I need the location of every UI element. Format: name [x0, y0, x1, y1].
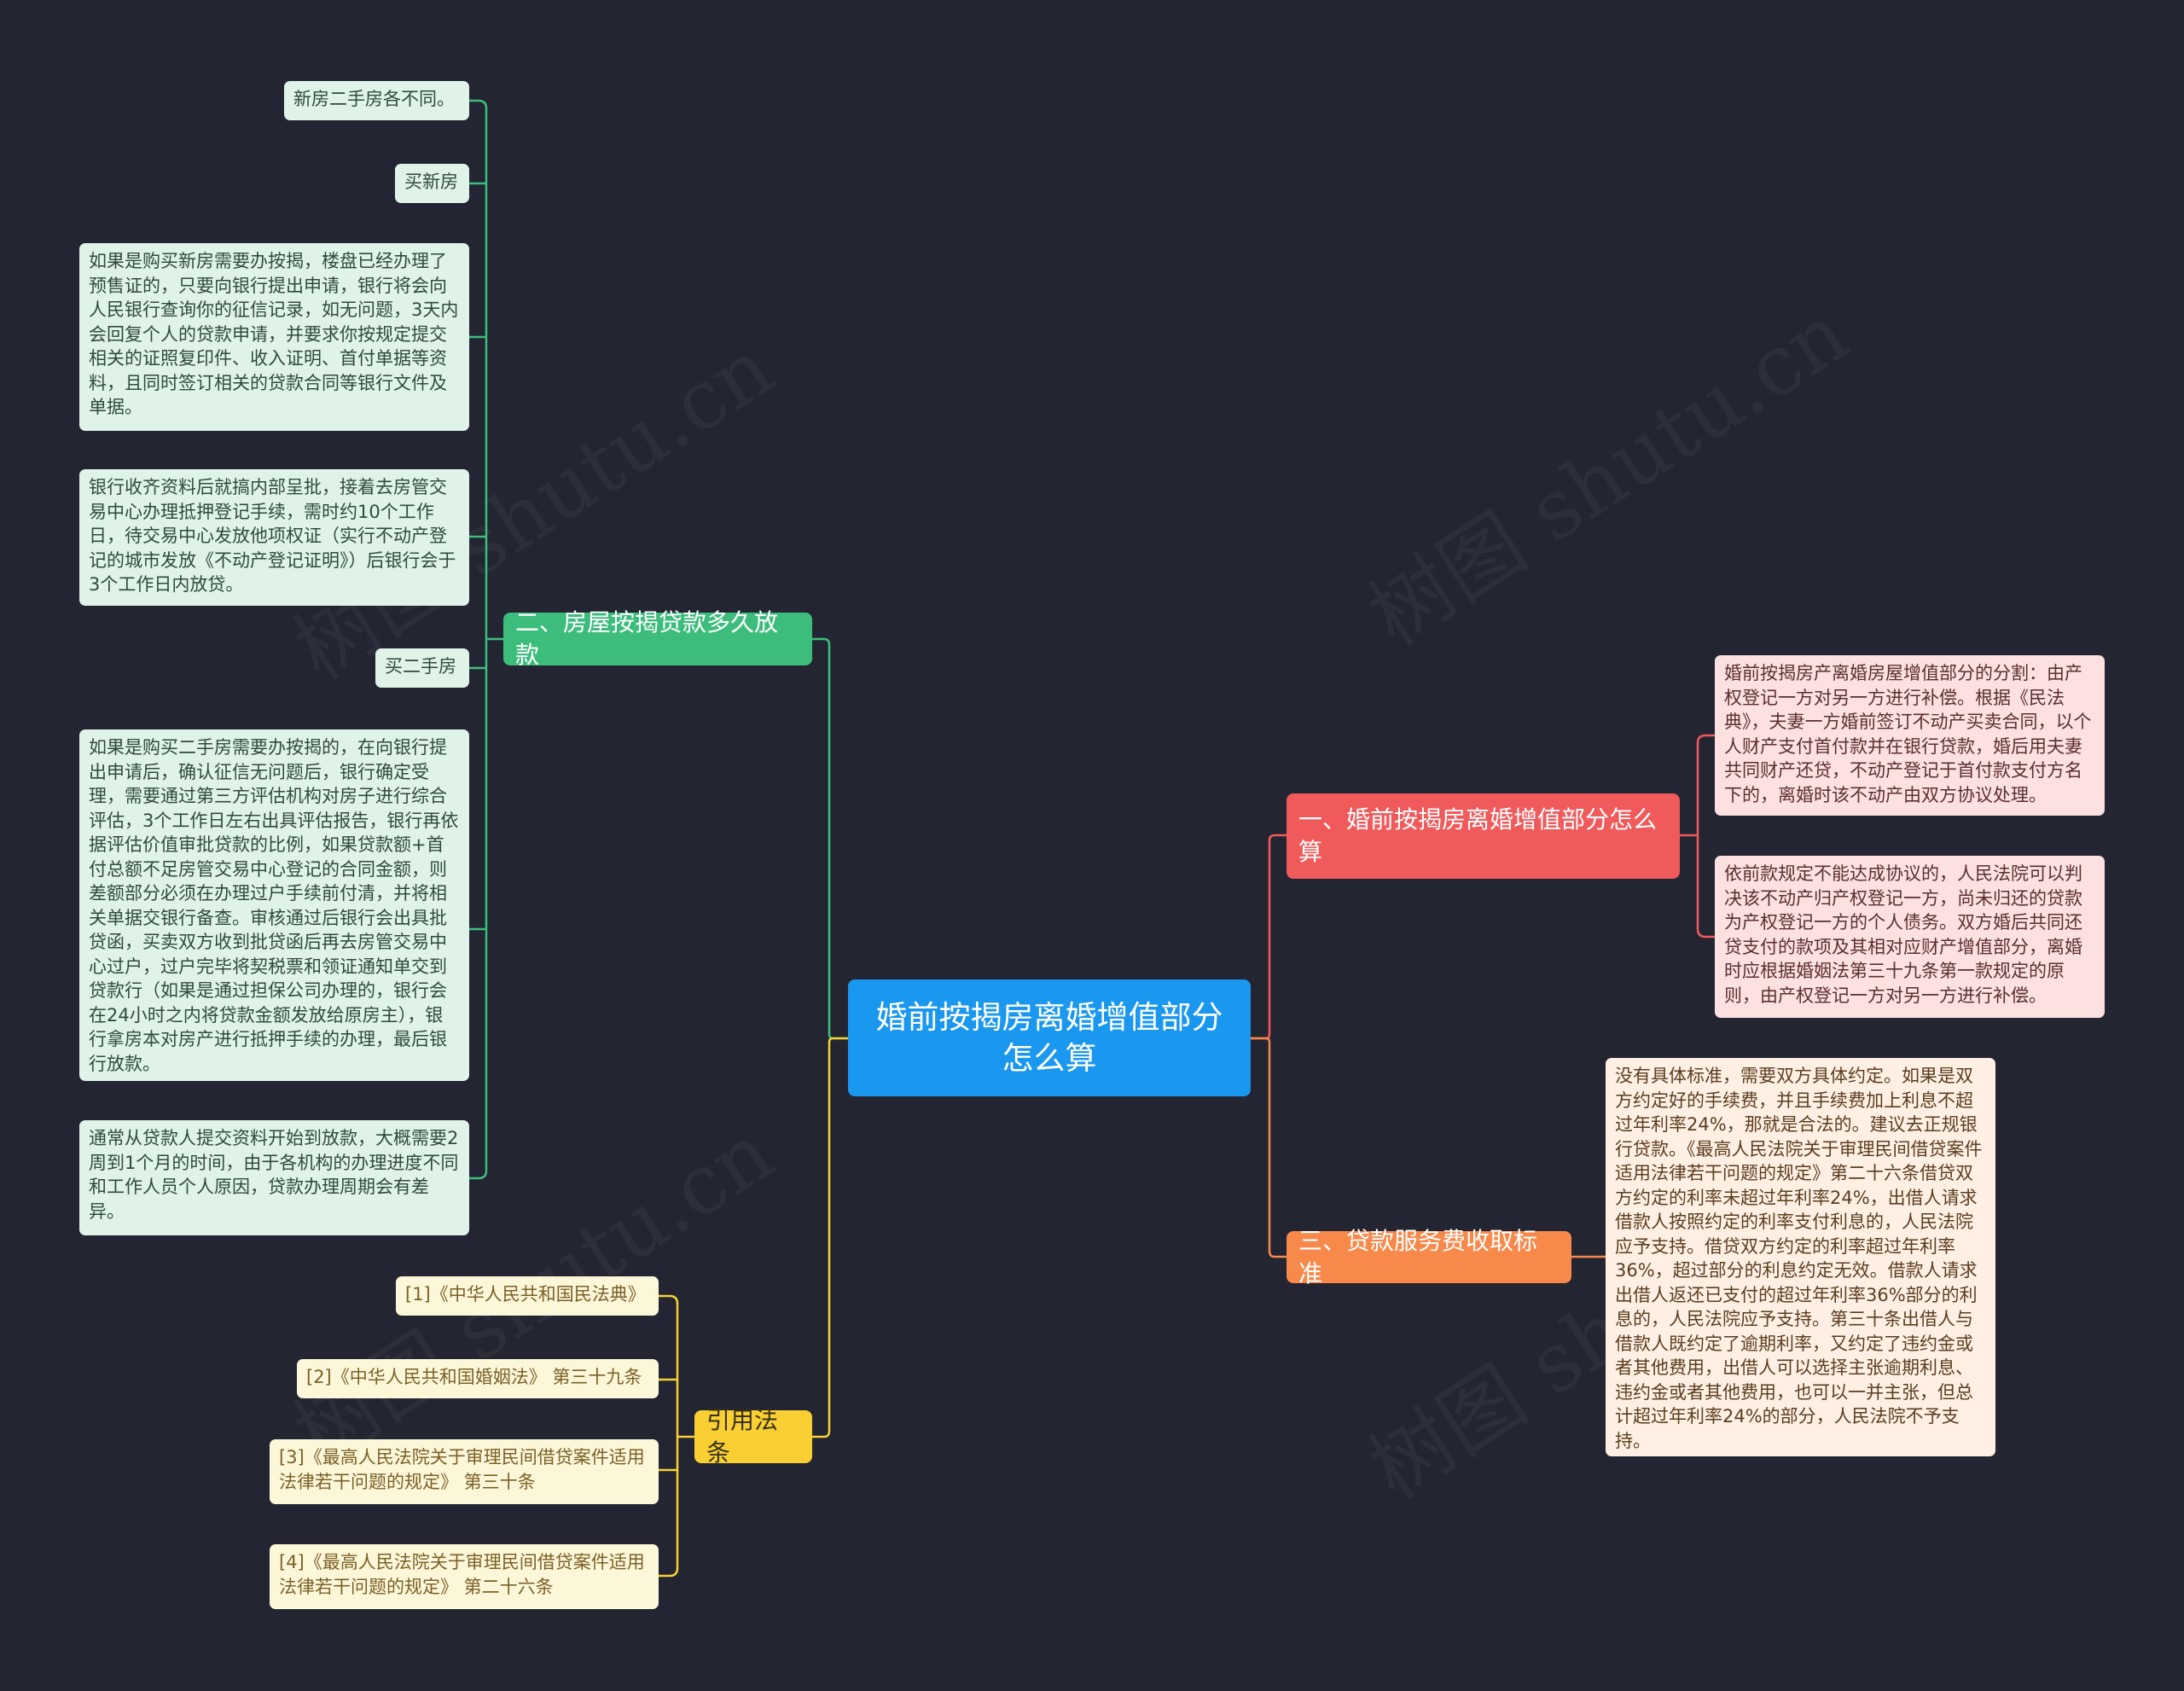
leaf-second-hand-process[interactable]: 如果是购买二手房需要办按揭的，在向银行提出申请后，确认征信无问题后，银行确定受理… [79, 729, 469, 1081]
leaf-law-2[interactable]: [2]《中华人民共和国婚姻法》 第三十九条 [297, 1359, 659, 1398]
root-title: 婚前按揭房离婚增值部分怎么算 [875, 998, 1223, 1077]
leaf-bank-approval-process[interactable]: 银行收齐资料后就搞内部呈批，接着去房管交易中心办理抵押登记手续，需时约10个工作… [79, 469, 469, 606]
link-b1-leaf1 [1696, 734, 1715, 835]
branch-label: 一、婚前按揭房离婚增值部分怎么算 [1298, 805, 1658, 866]
branch-label: 三、贷款服务费收取标准 [1298, 1226, 1538, 1287]
link-b2-leaf6 [469, 639, 488, 931]
link-b4-leaf1 [659, 1294, 679, 1437]
link-root-b3 [1251, 1037, 1287, 1258]
link-b4-leaf4 [659, 1437, 679, 1578]
leaf-buy-new-house[interactable]: 买新房 [395, 164, 469, 203]
link-root-b2 [812, 637, 848, 1040]
leaf-buy-second-hand[interactable]: 买二手房 [375, 648, 469, 688]
leaf-law-3[interactable]: [3]《最高人民法院关于审理民间借贷案件适用法律若干问题的规定》 第三十条 [270, 1439, 659, 1504]
branch-cited-laws[interactable]: 引用法条 [694, 1406, 812, 1467]
branch-label: 二、房屋按揭贷款多久放款 [515, 608, 779, 669]
leaf-law-1[interactable]: [1]《中华人民共和国民法典》 [396, 1276, 659, 1316]
leaf-typical-duration[interactable]: 通常从贷款人提交资料开始到放款，大概需要2周到1个月的时间，由于各机构的办理进度… [79, 1120, 469, 1235]
link-b2-leaf7 [469, 929, 488, 1180]
branch-appreciation-calculation[interactable]: 一、婚前按揭房离婚增值部分怎么算 [1287, 793, 1680, 879]
leaf-law-4[interactable]: [4]《最高人民法院关于审理民间借贷案件适用法律若干问题的规定》 第二十六条 [270, 1544, 659, 1609]
link-b1-leaf2 [1696, 835, 1715, 938]
branch-label: 引用法条 [706, 1406, 779, 1467]
link-b2-leaf1 [469, 99, 488, 639]
root-topic[interactable]: 婚前按揭房离婚增值部分怎么算 [848, 979, 1251, 1096]
leaf-new-house-process[interactable]: 如果是购买新房需要办按揭，楼盘已经办理了预售证的，只要向银行提出申请，银行将会向… [79, 243, 469, 431]
leaf-service-fee-detail[interactable]: 没有具体标准，需要双方具体约定。如果是双方约定好的手续费，并且手续费加上利息不超… [1606, 1058, 1995, 1456]
branch-service-fee-standard[interactable]: 三、贷款服务费收取标准 [1287, 1227, 1571, 1287]
leaf-appreciation-division[interactable]: 婚前按揭房产离婚房屋增值部分的分割：由产权登记一方对另一方进行补偿。根据《民法典… [1715, 655, 2105, 816]
leaf-new-vs-second-hand[interactable]: 新房二手房各不同。 [284, 81, 469, 120]
branch-loan-release-time[interactable]: 二、房屋按揭贷款多久放款 [503, 608, 812, 669]
link-root-b1 [1251, 834, 1287, 1040]
leaf-court-judgment[interactable]: 依前款规定不能达成协议的，人民法院可以判决该不动产归产权登记一方，尚未归还的贷款… [1715, 856, 2105, 1018]
link-root-b4 [812, 1037, 848, 1438]
